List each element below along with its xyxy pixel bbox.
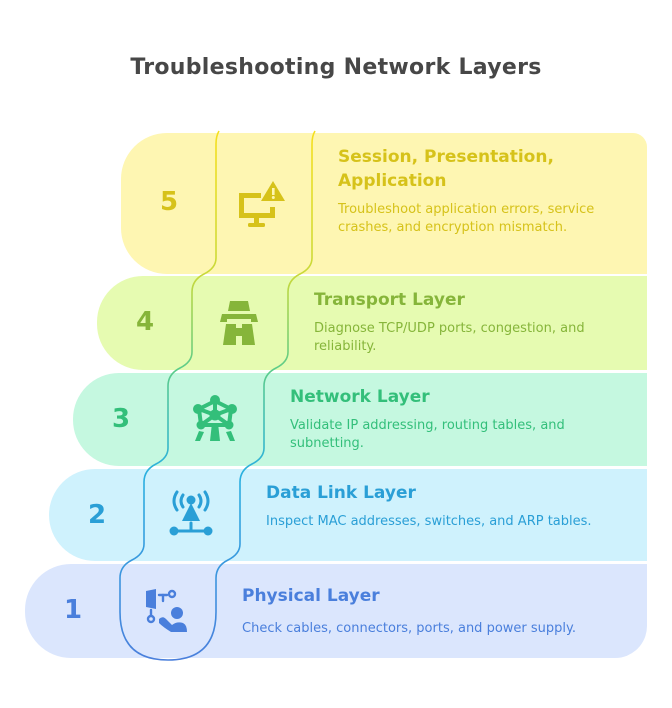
layer-5-number: 5 — [159, 187, 179, 217]
layer-4-description: Diagnose TCP/UDP ports, congestion, and … — [314, 321, 585, 354]
layer-1-heading: Physical Layer — [242, 586, 380, 606]
layer-2-heading: Data Link Layer — [266, 483, 416, 503]
layer-3-heading: Network Layer — [290, 387, 430, 407]
layer-1-bar: 1 Physical Layer Check cables, connector… — [25, 564, 647, 658]
layer-3-number: 3 — [111, 404, 131, 434]
highway-road-icon — [213, 297, 265, 349]
layer-4-heading: Transport Layer — [314, 290, 465, 310]
monitor-warning-icon — [235, 179, 287, 231]
layer-4-number: 4 — [135, 307, 155, 337]
layer-2-number: 2 — [87, 500, 107, 530]
diagram-title: Troubleshooting Network Layers — [130, 55, 542, 80]
layer-3-bar: 3 — [73, 373, 647, 466]
layer-2-description: Inspect MAC addresses, switches, and ARP… — [266, 514, 592, 529]
layer-5-description: Troubleshoot application errors, service… — [338, 202, 595, 235]
layer-5-bar: 5 Session, Presentation, Application Tro… — [121, 133, 647, 274]
layer-4-bar: 4 Transport Layer Diagnose TCP/UDP ports… — [97, 276, 647, 370]
layer-1-number: 1 — [63, 595, 83, 625]
technician-cable-icon — [141, 585, 193, 637]
layer-3-description: Validate IP addressing, routing tables, … — [290, 418, 565, 451]
layer-1-description: Check cables, connectors, ports, and pow… — [242, 621, 576, 636]
atomium-network-icon — [189, 393, 241, 445]
layer-5-heading: Session, Presentation, Application — [338, 147, 554, 191]
layer-2-bar: 2 Data Link Layer Inspect MAC addresses,… — [49, 469, 647, 561]
antenna-network-icon — [165, 489, 217, 541]
